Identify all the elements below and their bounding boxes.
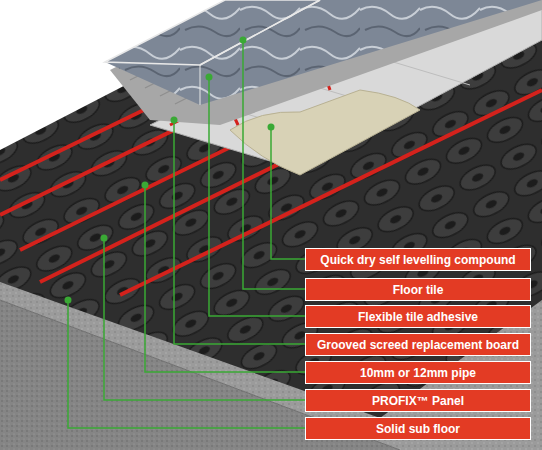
- callout-text: Grooved screed replacement board: [317, 338, 519, 352]
- callout-box: Solid sub floor: [305, 417, 531, 440]
- callout-text: PROFIX™ Panel: [372, 394, 464, 408]
- callout-box: 10mm or 12mm pipe: [305, 361, 531, 384]
- callout-box: Floor tile: [305, 278, 531, 301]
- callout-box: Grooved screed replacement board: [305, 333, 531, 356]
- callout-text: Flexible tile adhesive: [358, 310, 478, 324]
- callout-text: Quick dry self levelling compound: [320, 253, 515, 267]
- callout-box: Quick dry self levelling compound: [305, 248, 531, 271]
- callout-text: Solid sub floor: [376, 422, 460, 436]
- callout-box: Flexible tile adhesive: [305, 305, 531, 328]
- callout-box: PROFIX™ Panel: [305, 389, 531, 412]
- callout-text: 10mm or 12mm pipe: [360, 366, 476, 380]
- callout-text: Floor tile: [393, 283, 444, 297]
